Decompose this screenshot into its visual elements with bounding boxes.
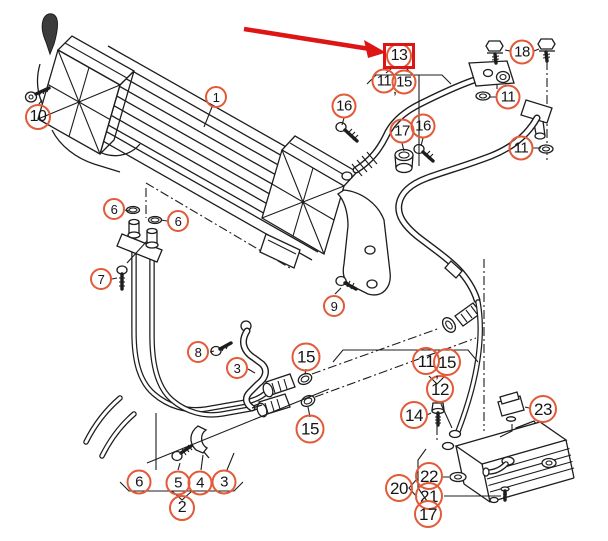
callout-6[interactable]: 6 [103,198,125,220]
cooler-port-lower [441,441,455,451]
screw-5 [171,444,193,462]
callout-15[interactable]: 15 [295,414,325,444]
washer-11-left [475,91,491,101]
auxiliary-oil-cooler [441,391,575,504]
screw-7 [116,265,128,291]
callout-14[interactable]: 14 [400,401,428,429]
callout-7[interactable]: 7 [90,268,112,290]
o-ring-15-upper [297,372,313,386]
screw-10 [24,86,51,103]
callout-13-highlighted[interactable]: 13 [386,43,412,69]
washer-11-right [538,144,554,154]
washer-22 [449,471,467,483]
callout-23[interactable]: 23 [529,395,557,423]
screw-16-left [335,121,359,143]
callout-separator: , [434,364,440,382]
hose-12 [395,99,553,437]
callout-15[interactable]: 15 [291,342,321,372]
callout-1[interactable]: 1 [205,86,227,108]
callout-separator: , [392,80,398,98]
screw-9 [335,275,358,291]
callout-16[interactable]: 16 [410,113,436,139]
callout-10[interactable]: 10 [25,104,51,130]
callout-12[interactable]: 12 [426,375,454,403]
plug-23 [497,391,525,438]
radiator-right-tank [259,135,391,296]
callout-17[interactable]: 17 [414,500,442,528]
bolt-18-left [485,40,504,65]
bellows-ribs [351,151,378,177]
bracket-3 [240,320,269,412]
pipe-fitting-upper [262,373,296,398]
callout-9[interactable]: 9 [323,295,345,317]
radiator-left-tank [37,35,136,155]
callout-8[interactable]: 8 [187,341,209,363]
callout-11[interactable]: 11 [508,135,534,161]
callout-6[interactable]: 6 [167,210,189,232]
cooler-screw [500,486,510,502]
retaining-clip [41,13,58,56]
callout-2[interactable]: 2 [169,495,195,521]
cooler-port-upper [448,429,462,439]
clamp-4 [190,425,210,459]
hose-13 [341,60,515,181]
callout-11[interactable]: 11 [495,84,521,110]
screw-14 [431,402,445,427]
callout-18[interactable]: 18 [509,39,535,65]
hose-collar [444,260,463,279]
bolt-18-right [537,38,556,63]
callout-20[interactable]: 20 [385,474,413,502]
screw-8 [210,341,233,357]
callout-3[interactable]: 3 [211,469,237,495]
callout-15[interactable]: 15 [433,348,461,376]
callout-6[interactable]: 6 [126,469,152,495]
callout-3[interactable]: 3 [226,357,248,379]
callout-16[interactable]: 16 [331,93,357,119]
callout-4[interactable]: 4 [187,470,213,496]
pipe-fitting-lower [256,393,291,418]
callout-15[interactable]: 15 [391,69,417,95]
highlight-arrow [243,26,386,58]
cap-17 [394,148,414,174]
